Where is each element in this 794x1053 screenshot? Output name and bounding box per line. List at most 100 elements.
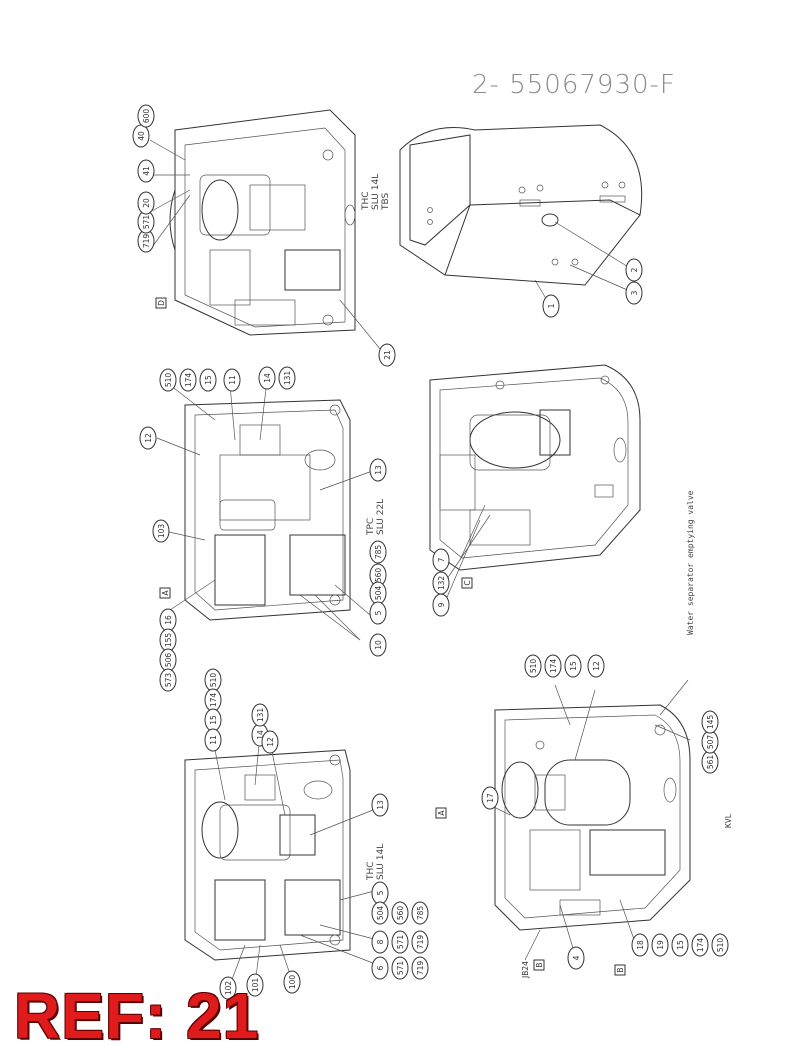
svg-text:504: 504: [374, 586, 383, 601]
view-bottom-left-balloons: 510 174 15 11 14 131 12 13 5 504 560 785…: [204, 668, 429, 1000]
svg-text:A: A: [437, 810, 446, 816]
svg-text:174: 174: [209, 693, 218, 708]
svg-text:510: 510: [716, 938, 725, 953]
svg-text:561: 561: [706, 755, 715, 770]
svg-text:510: 510: [209, 673, 218, 688]
svg-text:506: 506: [164, 653, 173, 668]
view-bottom-left-model-text: THC SLU 14L: [366, 844, 386, 881]
svg-text:131: 131: [283, 371, 292, 386]
svg-text:7: 7: [437, 557, 446, 562]
view-b-jb-label: JB24: [521, 929, 541, 979]
svg-text:20: 20: [142, 198, 151, 208]
view-b-assembly: [494, 704, 691, 931]
svg-text:13: 13: [374, 465, 383, 475]
svg-text:504: 504: [376, 906, 385, 921]
svg-text:15: 15: [204, 375, 213, 385]
svg-text:100: 100: [288, 975, 297, 990]
svg-text:719: 719: [416, 961, 425, 976]
svg-text:6: 6: [376, 965, 385, 970]
svg-text:5: 5: [374, 610, 383, 615]
svg-text:155: 155: [164, 633, 173, 648]
svg-text:560: 560: [396, 906, 405, 921]
drafter-initials: KVL: [724, 813, 733, 828]
svg-text:571: 571: [396, 961, 405, 976]
view-d-letter: D: [157, 300, 166, 306]
svg-text:THC: THC: [366, 861, 376, 881]
view-c-assembly: [429, 364, 641, 571]
svg-text:101: 101: [251, 978, 260, 993]
svg-text:8: 8: [376, 939, 385, 944]
svg-text:573: 573: [164, 673, 173, 688]
view-a-assembly: [184, 399, 351, 621]
view-a-model-text: TPC SLU 22L: [366, 499, 386, 536]
svg-text:103: 103: [157, 524, 166, 539]
svg-text:21: 21: [383, 350, 392, 360]
svg-text:4: 4: [572, 955, 581, 960]
svg-text:571: 571: [142, 215, 151, 230]
view-d-assembly: [169, 109, 356, 336]
svg-text:SLU 14L: SLU 14L: [371, 174, 381, 210]
view-c-letter: C: [463, 580, 472, 585]
svg-text:785: 785: [416, 906, 425, 921]
svg-text:600: 600: [142, 109, 151, 124]
svg-text:11: 11: [228, 375, 237, 385]
svg-text:510: 510: [164, 373, 173, 388]
svg-text:131: 131: [256, 708, 265, 723]
svg-text:174: 174: [184, 373, 193, 388]
svg-text:1: 1: [547, 303, 556, 308]
svg-text:102: 102: [224, 981, 233, 996]
view-a-label-box: A: [159, 587, 171, 599]
ref-label: REF: 21: [14, 980, 260, 1052]
svg-text:TBS: TBS: [381, 192, 391, 211]
svg-text:SLU 14L: SLU 14L: [376, 844, 386, 880]
svg-text:17: 17: [486, 793, 495, 803]
svg-text:132: 132: [437, 576, 446, 591]
view-bottom-left-assembly: [184, 749, 351, 961]
svg-text:510: 510: [529, 659, 538, 674]
svg-text:Water separator emptying valve: Water separator emptying valve: [686, 490, 695, 635]
svg-text:15: 15: [209, 715, 218, 725]
svg-text:B: B: [616, 967, 625, 972]
svg-text:13: 13: [376, 800, 385, 810]
svg-text:15: 15: [676, 940, 685, 950]
svg-text:507: 507: [706, 735, 715, 750]
view-b-balloons: 510 174 15 12 17 561 507 145 4 18 19 15 …: [481, 654, 729, 970]
view-d-balloons: 719 571 20 41 40 600 21: [132, 104, 396, 367]
svg-text:JB24: JB24: [521, 961, 530, 979]
svg-text:14: 14: [256, 730, 265, 740]
drawing-number: 2- 55067930-F: [472, 70, 676, 100]
svg-text:2: 2: [630, 267, 639, 272]
svg-text:40: 40: [137, 131, 146, 141]
svg-text:174: 174: [549, 659, 558, 674]
water-separator-note: Water separator emptying valve: [686, 490, 695, 635]
svg-text:12: 12: [266, 737, 275, 747]
svg-text:9: 9: [437, 602, 446, 607]
view-b-label-boxes: A B B: [435, 807, 626, 976]
svg-text:TPC: TPC: [366, 518, 376, 536]
svg-text:12: 12: [592, 661, 601, 671]
svg-text:719: 719: [416, 935, 425, 950]
svg-text:10: 10: [374, 640, 383, 650]
view-c-label-box: C: [461, 577, 473, 589]
housing-assembly: [399, 124, 643, 286]
svg-text:15: 15: [569, 661, 578, 671]
svg-text:174: 174: [696, 938, 705, 953]
svg-text:19: 19: [656, 940, 665, 950]
svg-text:11: 11: [209, 735, 218, 745]
svg-text:560: 560: [374, 568, 383, 583]
svg-text:B: B: [535, 962, 544, 967]
svg-text:785: 785: [374, 545, 383, 560]
view-d-model-text: THC SLU 14L TBS: [361, 174, 391, 211]
svg-text:5: 5: [376, 890, 385, 895]
svg-text:18: 18: [636, 940, 645, 950]
view-a-letter: A: [161, 590, 170, 596]
svg-text:719: 719: [142, 234, 151, 249]
housing-balloons: 1 2 3: [534, 221, 643, 318]
svg-text:14: 14: [263, 373, 272, 383]
svg-text:SLU 22L: SLU 22L: [376, 499, 386, 535]
svg-text:12: 12: [144, 433, 153, 443]
svg-text:THC: THC: [361, 191, 371, 211]
view-c-balloons: 132 9 7: [432, 504, 491, 617]
water-separator-leader: [659, 679, 689, 716]
